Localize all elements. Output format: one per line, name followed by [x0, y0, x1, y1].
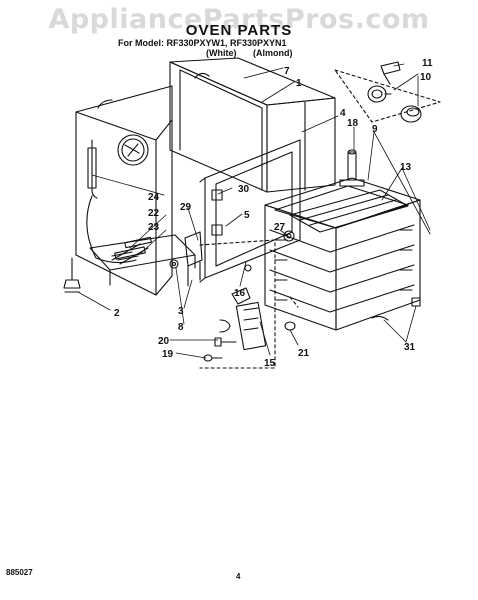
callout-10: 10 [420, 72, 432, 83]
callout-3: 2 [114, 308, 120, 319]
callout-31: 31 [404, 342, 416, 353]
side-panel-part [75, 85, 173, 296]
callout-5: 5 [244, 210, 250, 221]
burner-assembly-part [89, 234, 196, 286]
bracket-part [169, 231, 203, 287]
callout-20: 21 [298, 348, 310, 359]
diagram-code: 885027 [6, 568, 33, 577]
callout-30: 30 [238, 184, 250, 195]
variant-almond: (Almond) [253, 48, 293, 58]
callout-4: 4 [340, 108, 346, 119]
watermark: AppliancePartsPros.com [48, 4, 430, 35]
callout-16: 18 [347, 118, 359, 129]
callout-29: 29 [180, 202, 192, 213]
callout-22: 22 [148, 208, 160, 219]
model-subtitle: For Model: RF330PXYW1, RF330PXYN1 [118, 38, 287, 48]
oven-liner-part [169, 57, 336, 193]
callout-19: 20 [158, 336, 170, 347]
callout-11: 11 [422, 58, 433, 69]
callout-labels: 7 1 4 11 10 18 9 13 30 24 29 22 5 27 23 … [114, 58, 433, 369]
callout-27: 27 [274, 222, 286, 233]
callout-8: 8 [178, 322, 184, 333]
color-variants: (White) (Almond) [206, 48, 307, 58]
light-assembly-part [339, 61, 422, 187]
variant-white: (White) [206, 48, 237, 58]
hinge-part [203, 264, 296, 362]
callout-7: 3 [178, 306, 184, 317]
callout-15: 16 [234, 288, 246, 299]
callout-9: 9 [372, 124, 378, 135]
callout-18: 15 [264, 358, 276, 369]
callout-24: 24 [148, 192, 160, 203]
screw-part-3 [63, 257, 81, 293]
page-number: 4 [236, 572, 241, 581]
callout-23: 23 [148, 222, 160, 233]
oven-rack-part [264, 177, 421, 331]
callout-1: 1 [296, 78, 302, 89]
callout-2: 7 [284, 66, 290, 77]
callout-21: 19 [162, 349, 174, 360]
callout-13: 13 [400, 162, 412, 173]
diagram-title: OVEN PARTS [185, 22, 293, 39]
